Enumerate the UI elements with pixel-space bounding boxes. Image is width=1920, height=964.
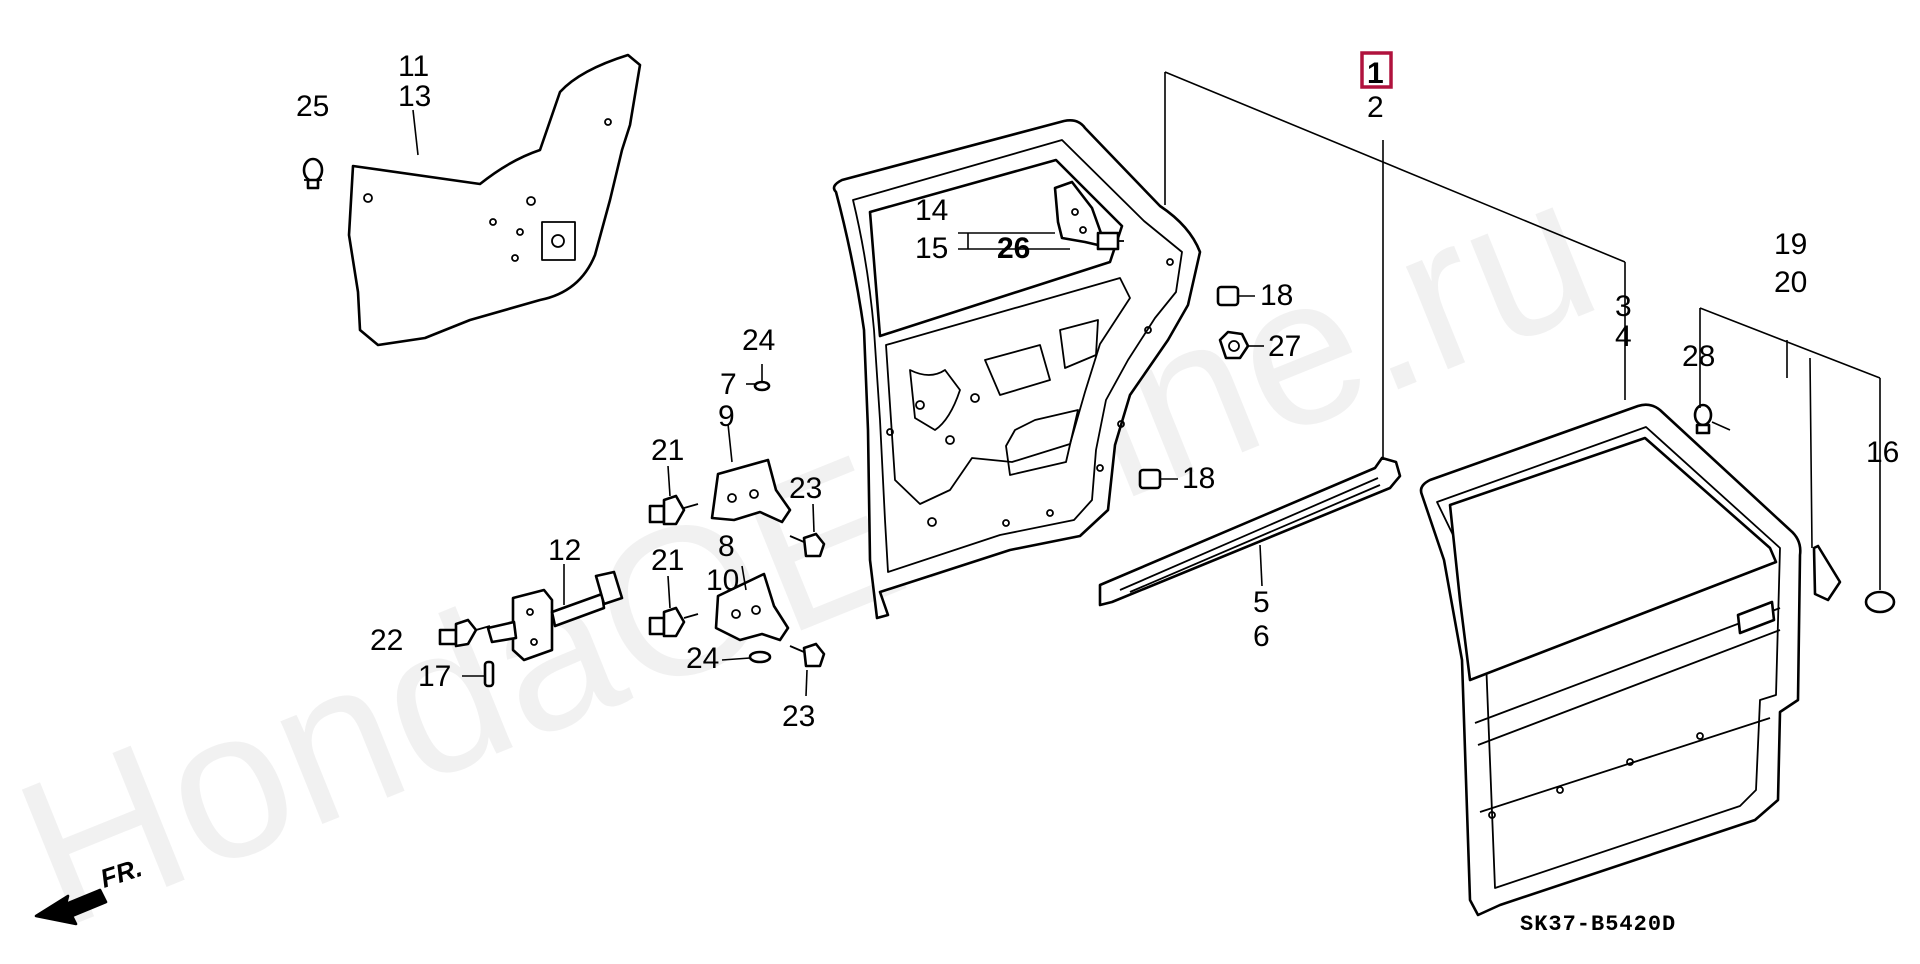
callout-4: 4 <box>1615 320 1632 353</box>
callout-3: 3 <box>1615 290 1632 323</box>
pin-17[interactable] <box>462 660 495 688</box>
callout-20: 20 <box>1774 266 1807 299</box>
door-outer-panel[interactable] <box>1419 403 1802 917</box>
callout-24-lower: 24 <box>686 642 719 675</box>
callout-11: 11 <box>398 50 429 83</box>
callout-1[interactable]: 1 <box>1367 57 1384 90</box>
nut-18-upper[interactable] <box>1216 285 1255 307</box>
callout-6: 6 <box>1253 620 1270 653</box>
bolt-21-lower[interactable] <box>648 575 699 638</box>
bolt-22[interactable] <box>438 618 491 648</box>
callout-15: 15 <box>915 232 948 265</box>
washer-24-upper[interactable] <box>746 364 771 392</box>
door-inner-frame[interactable] <box>832 119 1202 620</box>
screw-23-upper[interactable] <box>789 503 826 558</box>
screw-23-lower[interactable] <box>789 642 826 697</box>
callout-22: 22 <box>370 624 403 657</box>
hinge-upper-9[interactable] <box>710 423 792 524</box>
bolt-21-upper[interactable] <box>648 465 699 526</box>
callout-25: 25 <box>296 90 329 123</box>
nut-26[interactable] <box>1096 231 1124 251</box>
callout-17: 17 <box>418 660 451 693</box>
callout-26: 26 <box>997 232 1030 265</box>
callout-24-upper: 24 <box>742 324 775 357</box>
sash-tape[interactable] <box>1812 544 1842 602</box>
callout-23-upper: 23 <box>789 472 822 505</box>
callout-12: 12 <box>548 534 581 567</box>
callout-18-lower: 18 <box>1182 462 1215 495</box>
callout-16: 16 <box>1866 436 1899 469</box>
callout-28: 28 <box>1682 340 1715 373</box>
callout-2: 2 <box>1367 91 1384 124</box>
callout-9: 9 <box>718 400 735 433</box>
callout-18-upper: 18 <box>1260 279 1293 312</box>
hinge-lower-8-10[interactable] <box>714 565 790 642</box>
callout-7: 7 <box>720 368 737 401</box>
nut-18-lower[interactable] <box>1138 468 1178 490</box>
callout-numbers: 11 13 25 14 15 26 18 27 18 1 2 3 4 5 6 1… <box>296 50 1899 733</box>
callout-14: 14 <box>915 194 948 227</box>
clip-25[interactable] <box>302 157 324 190</box>
washer-24-lower[interactable] <box>721 650 772 664</box>
weatherstrip-sill[interactable] <box>1098 456 1402 607</box>
diagram-code: SK37-B5420D <box>1520 912 1676 937</box>
door-lining-panel[interactable] <box>347 53 642 347</box>
nut-27[interactable] <box>1218 330 1264 360</box>
plug-16[interactable] <box>1864 590 1896 614</box>
clip-28[interactable] <box>1693 403 1731 435</box>
door-checker-12[interactable] <box>486 570 624 662</box>
callout-23-lower: 23 <box>782 700 815 733</box>
callout-21-lower: 21 <box>651 544 684 577</box>
callout-21-upper: 21 <box>651 434 684 467</box>
callout-8: 8 <box>718 530 735 563</box>
callout-10: 10 <box>706 564 739 597</box>
callout-13: 13 <box>398 80 431 113</box>
highlight-box <box>1360 51 1393 89</box>
callout-27: 27 <box>1268 330 1301 363</box>
front-direction-indicator: FR. <box>34 852 146 926</box>
callout-5: 5 <box>1253 586 1270 619</box>
callout-19: 19 <box>1774 228 1807 261</box>
